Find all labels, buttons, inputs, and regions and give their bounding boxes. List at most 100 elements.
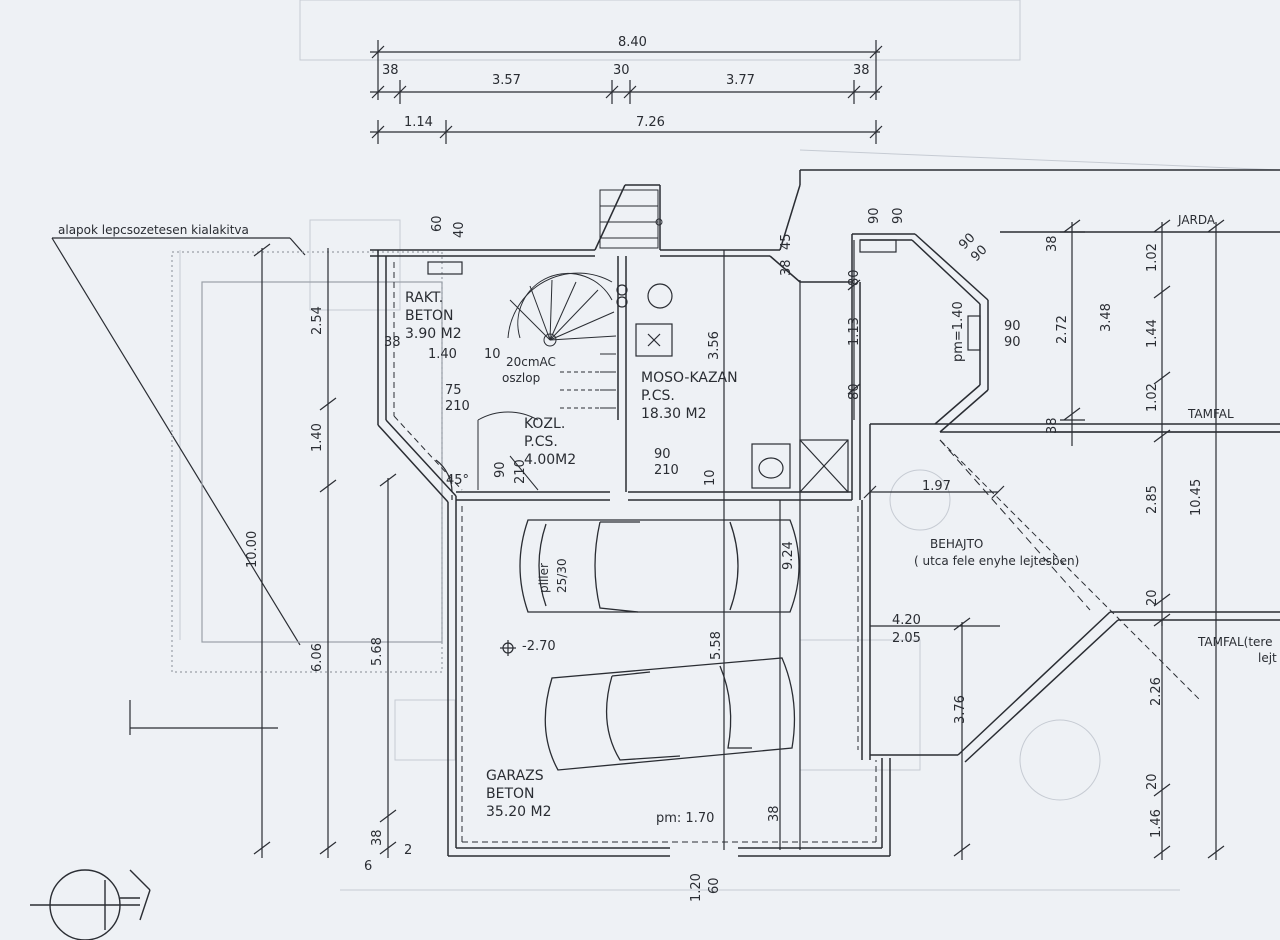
dim-80a: 80	[847, 269, 862, 286]
dashed-outline	[393, 262, 1201, 843]
dim-75: 75	[445, 383, 462, 398]
background-ghost-drawing	[179, 0, 1280, 891]
top-dimension-labels: 8.40 38 3.57 30 3.77 38 1.14 7.26	[382, 35, 870, 130]
laundry-name: MOSO-KAZAN	[641, 370, 738, 386]
dim-376: 3.76	[953, 695, 968, 724]
dim-356: 3.56	[707, 331, 722, 360]
dim-924: 9.24	[781, 541, 796, 570]
dim-38a: 38	[384, 335, 401, 350]
spiral-stairs	[477, 189, 663, 491]
tamfal-label: TAMFAL	[1187, 407, 1234, 421]
dim-38b: 38	[779, 259, 794, 276]
storage-area: 3.90 M2	[405, 326, 462, 342]
car-lower	[544, 657, 796, 771]
driveway-diagonals	[939, 439, 1091, 611]
car-upper	[519, 519, 800, 613]
dim-38-left: 38	[382, 63, 399, 78]
angle-label: 45°	[446, 473, 469, 488]
hall-area: 4.00M2	[524, 452, 576, 468]
left-annotations	[51, 237, 443, 858]
dim-90d: 90	[891, 207, 906, 224]
dim-113: 1.13	[847, 317, 862, 346]
dim-568: 5.68	[370, 637, 385, 666]
fixtures	[427, 239, 981, 656]
dim-10a: 10	[484, 347, 501, 362]
top-dimension-chains	[370, 40, 883, 144]
piller-sub: 25/30	[555, 558, 569, 593]
storage-name: RAKT.	[405, 290, 443, 306]
dim-45: 45	[779, 233, 794, 250]
dim-38e: 38	[370, 829, 385, 846]
dim-606: 6.06	[310, 643, 325, 672]
dim-20b: 20	[1145, 773, 1160, 790]
foundation-note: alapok lepcsozetesen kialakitva	[58, 223, 249, 237]
dim-38d: 38	[1045, 417, 1060, 434]
dim-overall: 8.40	[618, 35, 647, 50]
dim-pm140: pm=1.40	[951, 301, 966, 362]
storage-floor: BETON	[405, 308, 454, 324]
dim-10b: 10	[703, 469, 718, 486]
dim-40: 40	[452, 221, 467, 238]
dim-60b: 60	[707, 877, 722, 894]
column-label: 20cmAC	[506, 355, 556, 369]
north-arrow-icon	[30, 869, 151, 940]
dim-1045: 10.45	[1189, 479, 1204, 516]
behajto-label: BEHAJTO	[930, 537, 983, 551]
dim-38f: 38	[767, 805, 782, 822]
dim-102b: 1.02	[1145, 383, 1160, 412]
dim-90h: 90	[1004, 335, 1021, 350]
notes-labels: JARDA TAMFAL TAMFAL(tere lejt BEHAJTO ( …	[446, 213, 1277, 665]
garage-name: GARAZS	[486, 768, 544, 784]
garage-area: 35.20 M2	[486, 804, 552, 820]
dim-210a: 210	[445, 399, 470, 414]
dim-726: 7.26	[636, 115, 665, 130]
dim-80b: 80	[847, 383, 862, 400]
dim-144: 1.44	[1145, 319, 1160, 348]
dim-558: 5.58	[709, 631, 724, 660]
level-label: -2.70	[522, 639, 556, 654]
jarda-label: JARDA	[1177, 213, 1216, 227]
tamfal2b-label: lejt	[1258, 651, 1277, 665]
dim-102a: 1.02	[1145, 243, 1160, 272]
dim-38-right: 38	[853, 63, 870, 78]
dim-2: 2	[404, 843, 412, 858]
dim-210c: 210	[654, 463, 679, 478]
left-labels: alapok lepcsozetesen kialakitva 2.54 1.4…	[58, 223, 412, 874]
dim-1000: 10.00	[245, 531, 260, 568]
room-labels: RAKT. BETON 3.90 M2 MOSO-KAZAN P.CS. 18.…	[405, 290, 738, 820]
laundry-area: 18.30 M2	[641, 406, 707, 422]
dim-120: 1.20	[689, 873, 704, 902]
dim-377: 3.77	[726, 73, 755, 88]
dim-272: 2.72	[1055, 315, 1070, 344]
dim-197: 1.97	[922, 479, 951, 494]
dim-146: 1.46	[1149, 809, 1164, 838]
column-sub: oszlop	[502, 371, 540, 385]
dim-140a: 1.40	[428, 347, 457, 362]
dim-254: 2.54	[310, 306, 325, 335]
hall-floor: P.CS.	[524, 434, 558, 450]
dim-90b: 90	[654, 447, 671, 462]
dim-90c: 90	[867, 207, 882, 224]
dim-348: 3.48	[1099, 303, 1114, 332]
dim-210b: 210	[513, 459, 528, 484]
piller-label: piller	[537, 563, 551, 593]
dim-30: 30	[613, 63, 630, 78]
dim-114: 1.14	[404, 115, 433, 130]
dim-90a: 90	[493, 461, 508, 478]
dim-38c: 38	[1045, 235, 1060, 252]
garage-floor: BETON	[486, 786, 535, 802]
dim-90g: 90	[1004, 319, 1021, 334]
dim-285: 2.85	[1145, 485, 1160, 514]
dim-226: 2.26	[1149, 677, 1164, 706]
dim-60: 60	[430, 215, 445, 232]
dim-420: 4.20	[892, 613, 921, 628]
interior-dimensions: 60 40 38 1.40 10 75 210 90 210 90 210 10…	[384, 207, 1204, 902]
dim-6: 6	[364, 859, 372, 874]
behajto-sub: ( utca fele enyhe lejtesben)	[914, 554, 1079, 568]
hall-name: KOZL.	[524, 416, 565, 432]
dim-20a: 20	[1145, 589, 1160, 606]
laundry-floor: P.CS.	[641, 388, 675, 404]
dim-140b: 1.40	[310, 423, 325, 452]
dim-205: 2.05	[892, 631, 921, 646]
